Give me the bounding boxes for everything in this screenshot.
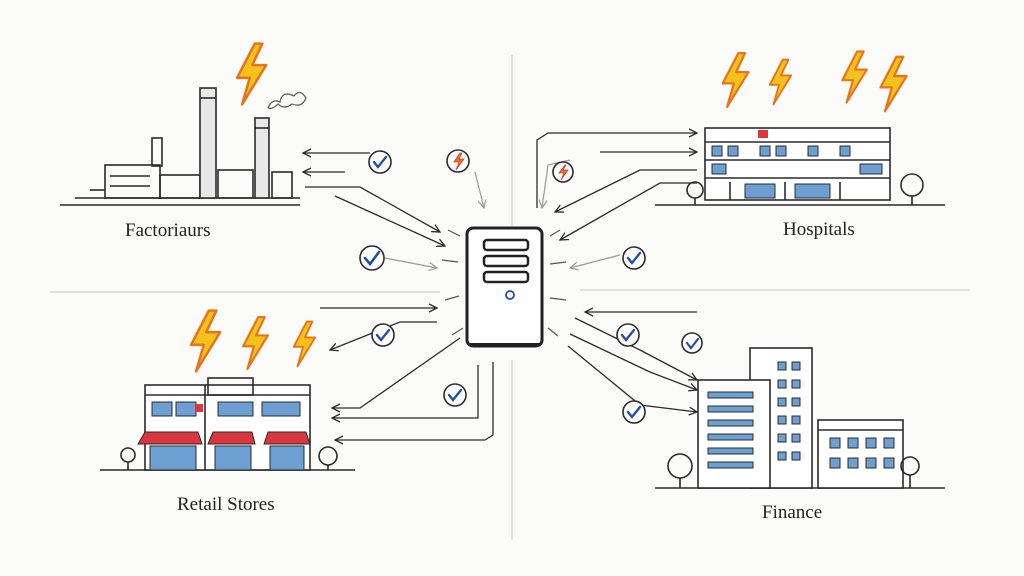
lightning-bolt-icon <box>235 42 268 106</box>
check-circle-icon <box>371 323 395 347</box>
check-circle-icon <box>359 245 385 271</box>
lightning-bolt-icon <box>768 58 793 106</box>
signal-strokes <box>441 229 567 337</box>
lightning-bolt-icon <box>292 320 317 368</box>
lightning-bolt-icon <box>241 316 270 370</box>
central-server-icon <box>465 226 544 348</box>
connector-arrows-light <box>384 159 621 268</box>
lightning-bolt-icon <box>841 50 868 104</box>
sector-label-finance: Finance <box>762 502 823 523</box>
warning-bolt-icon <box>446 149 470 173</box>
check-circle-icon <box>622 400 646 424</box>
check-circle-icon <box>368 150 392 174</box>
check-circle-icon <box>443 383 467 407</box>
hospital-illustration <box>655 127 945 206</box>
lightning-bolt-icon <box>721 52 750 108</box>
sector-label-factories: Factoriaurs <box>125 220 211 241</box>
quadrant-dividers <box>50 55 970 540</box>
warning-bolt-icon <box>552 161 574 183</box>
lightning-bolt-icon <box>879 55 908 113</box>
check-circle-icon <box>616 323 640 347</box>
factory-illustration <box>60 87 307 206</box>
check-circle-icon <box>622 246 646 270</box>
lightning-bolt-icon <box>189 309 222 373</box>
retail-store-illustration <box>100 377 355 471</box>
status-badges <box>359 149 703 424</box>
finance-buildings-illustration <box>655 347 945 489</box>
sector-label-hospitals: Hospitals <box>783 219 855 240</box>
sector-label-retail: Retail Stores <box>177 494 275 515</box>
check-circle-icon <box>681 332 703 354</box>
